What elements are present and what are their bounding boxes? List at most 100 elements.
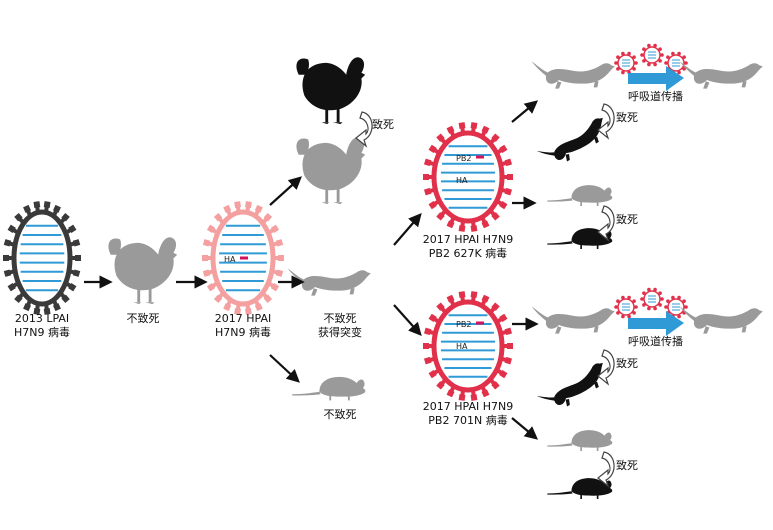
pb2-701n-ha-label: HA xyxy=(456,342,468,351)
spike-head xyxy=(507,343,513,349)
spike-head xyxy=(254,303,263,312)
arrow-hpai-to-chicken-up xyxy=(269,176,302,206)
lethal-label-mouse-bottom: 致死 xyxy=(616,458,638,472)
spike-head xyxy=(470,225,478,232)
spike-head xyxy=(7,224,16,233)
transmission-arrow-bottom-shaft xyxy=(628,318,666,329)
mini-spike xyxy=(614,305,618,309)
spike-head xyxy=(275,269,284,277)
mini-spike xyxy=(677,314,681,319)
mini-spike xyxy=(660,53,664,57)
spike-head xyxy=(423,343,429,349)
arrow-ferret-to-pb2-701n xyxy=(393,304,422,336)
pb2-701n-pb2-label: PB2 xyxy=(456,320,471,329)
spike-head xyxy=(428,200,437,210)
spike-head xyxy=(61,212,70,222)
lpai-label-line2: H7N9 病毒 xyxy=(14,325,70,339)
mini-spike xyxy=(671,51,675,56)
lethal-arrow-mouse-bottom xyxy=(597,451,615,488)
spike-head xyxy=(245,308,252,315)
spike-head xyxy=(491,302,500,311)
mini-spike xyxy=(677,51,681,56)
ferret-mutation-label: 获得突变 xyxy=(318,325,362,339)
mini-virion-5 xyxy=(640,287,664,311)
spike-head xyxy=(43,201,51,208)
mini-spike xyxy=(647,43,651,48)
spike-head xyxy=(446,125,455,134)
spike-head xyxy=(423,174,429,180)
spike-head xyxy=(428,369,437,379)
spike-head xyxy=(504,327,513,336)
spike-head xyxy=(499,313,508,323)
spike-head xyxy=(263,294,273,304)
mini-virion-4 xyxy=(614,295,638,319)
spike-head xyxy=(75,255,81,261)
ferret-recipient-top-icon xyxy=(679,61,763,89)
mini-virion-2 xyxy=(640,43,664,67)
pb2-627k-pb2-label: PB2 xyxy=(456,154,471,163)
spike-head xyxy=(507,174,513,180)
lethal-label-ferret-bottom: 致死 xyxy=(616,356,638,370)
mini-spike xyxy=(621,314,625,319)
mini-spike xyxy=(640,53,644,57)
spike-head xyxy=(234,308,241,315)
chicken-dead-icon xyxy=(296,57,366,125)
spike-head xyxy=(481,125,490,134)
mini-spike xyxy=(671,295,675,300)
mini-spike xyxy=(677,70,681,75)
spike-head xyxy=(470,394,478,401)
spike-head xyxy=(275,239,284,247)
spike-head xyxy=(14,212,23,222)
spike-head xyxy=(223,204,232,213)
mini-spike xyxy=(627,295,631,300)
mini-spike xyxy=(627,51,631,56)
mini-spike xyxy=(677,295,681,300)
ferret-dead-top-icon xyxy=(536,114,613,172)
spike-head xyxy=(504,187,513,196)
spike-head xyxy=(436,381,445,390)
spike-head xyxy=(213,212,223,222)
spike-head xyxy=(254,204,263,213)
arrow-hpai-to-mouse xyxy=(269,354,300,383)
spike-head xyxy=(23,303,32,312)
mini-spike xyxy=(621,295,625,300)
hpai-label-line2: H7N9 病毒 xyxy=(215,325,271,339)
arrow-701n-to-mouse xyxy=(511,417,539,440)
mini-spike xyxy=(647,287,651,292)
mini-spike xyxy=(660,297,664,301)
spike-head xyxy=(504,158,513,167)
spike-head xyxy=(33,308,41,315)
spike-head xyxy=(481,389,490,398)
spike-head xyxy=(23,204,32,213)
transmission-arrows xyxy=(628,66,684,336)
spike-head xyxy=(61,294,70,304)
spike-head xyxy=(428,313,437,323)
spike-head xyxy=(499,144,508,154)
spike-head xyxy=(263,212,273,222)
spike-head xyxy=(491,133,500,142)
pb2-627k-virion xyxy=(423,122,513,232)
flow-arrows xyxy=(84,100,539,440)
spike-head xyxy=(499,369,508,379)
mouse-nonlethal-label: 不致死 xyxy=(324,407,357,421)
pb2-701n-label-line1: 2017 HPAI H7N9 xyxy=(423,400,513,413)
spike-head xyxy=(202,239,211,247)
spike-head xyxy=(436,212,445,221)
spike-head xyxy=(423,356,432,365)
lpai-label-line1: 2013 LPAI xyxy=(15,312,69,325)
hpai-ha-label: HA xyxy=(224,255,236,264)
transmission-label-bottom: 呼吸道传播 xyxy=(628,334,683,348)
spike-head xyxy=(14,294,23,304)
lethal-label-ferret-top: 致死 xyxy=(616,110,638,124)
mini-virion-6 xyxy=(664,295,688,319)
mini-spike xyxy=(621,70,625,75)
pb2-627k-label-line1: 2017 HPAI H7N9 xyxy=(423,233,513,246)
spike-head xyxy=(481,220,490,229)
spike-head xyxy=(423,158,432,167)
spike-head xyxy=(491,381,500,390)
spike-head xyxy=(68,283,77,292)
spike-head xyxy=(68,224,77,233)
pb2-627k-ha-label: HA xyxy=(456,176,468,185)
lethal-arrow-chicken xyxy=(355,111,373,148)
